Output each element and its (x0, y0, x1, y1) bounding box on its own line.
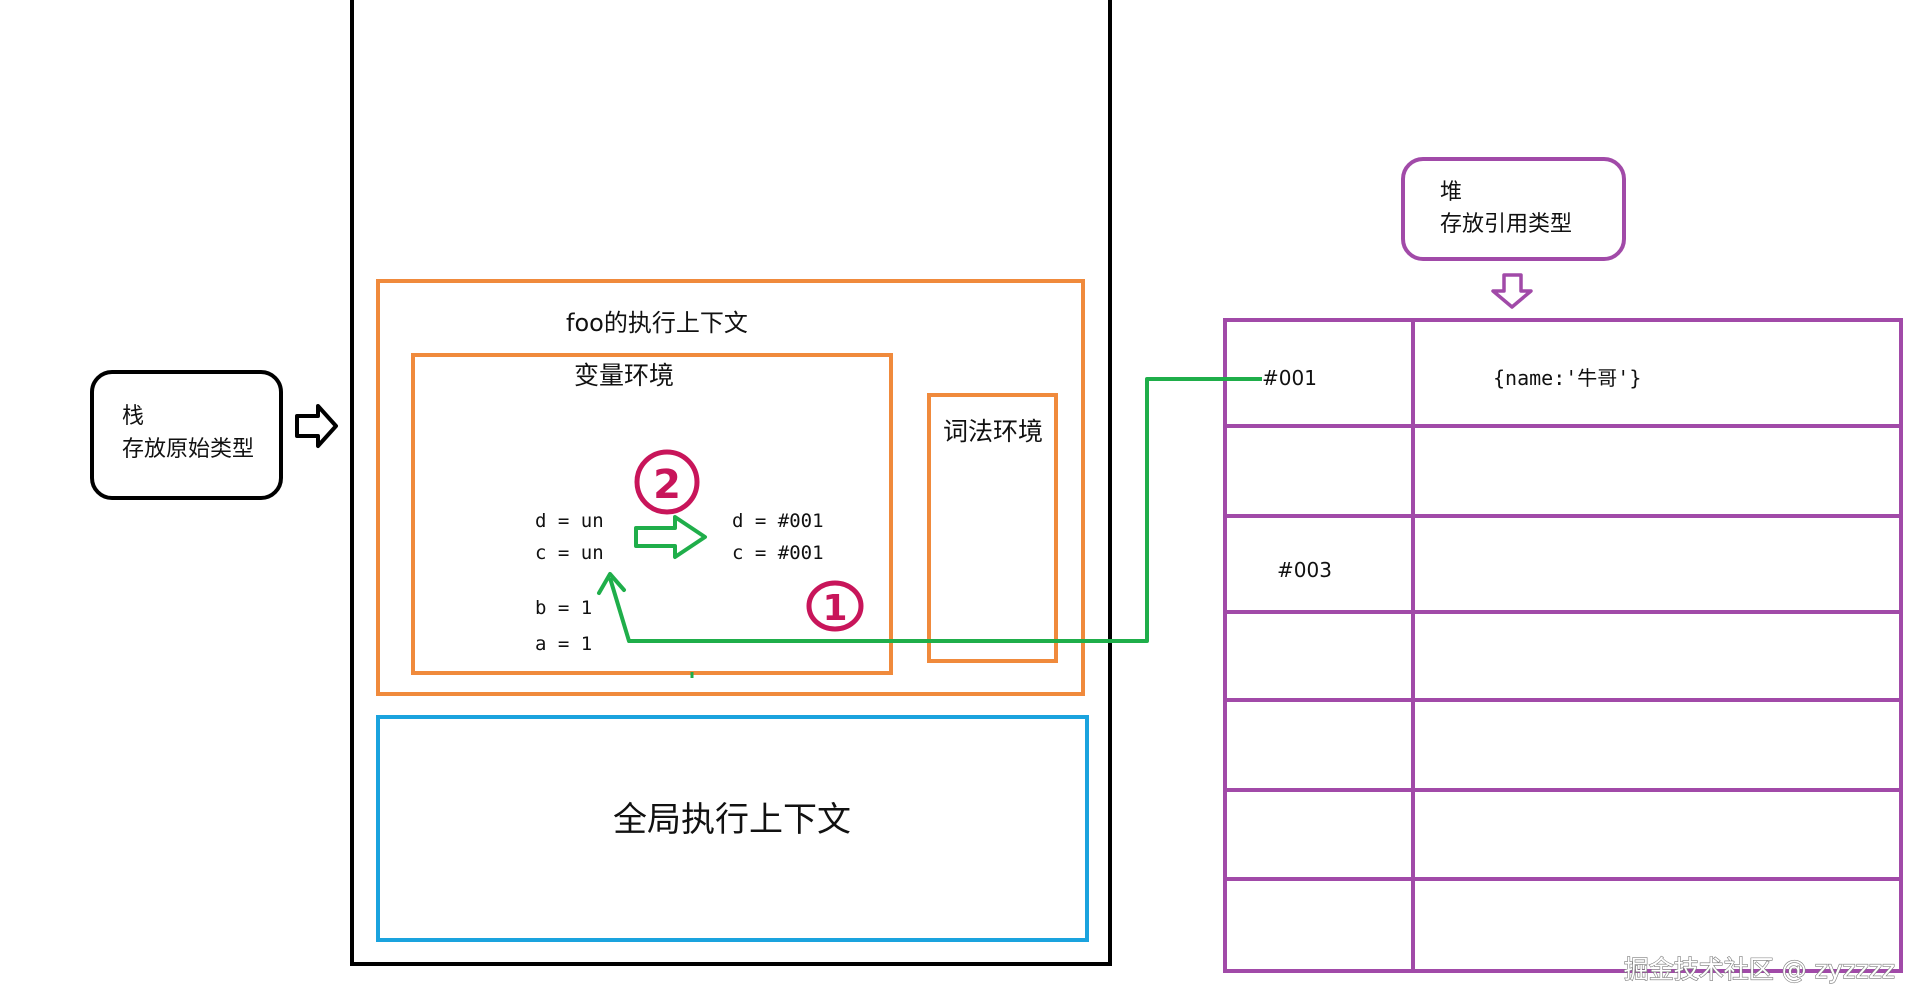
heap-table: #001 {name:'牛哥'} #003 (1223, 318, 1903, 973)
var-a: a = 1 (535, 633, 592, 655)
heap-arrow-icon (1491, 273, 1533, 309)
heap-row-address: #001 (1262, 366, 1317, 390)
step-two-marker: 2 (634, 449, 700, 515)
foo-context: foo的执行上下文 (376, 279, 1085, 696)
lexical-environment: 词法环境 (927, 393, 1058, 663)
reference-arrowhead-icon (597, 572, 626, 595)
variable-environment-title: 变量环境 (574, 361, 674, 390)
heap-subtitle: 存放引用类型 (1440, 212, 1572, 237)
watermark: 掘金技术社区 @ zyzzzz (1624, 955, 1895, 984)
variable-environment: 变量环境 d = un c = un d = #001 c = #001 b =… (411, 353, 893, 675)
heap-row-value: {name:'牛哥'} (1493, 366, 1641, 390)
stack-subtitle: 存放原始类型 (122, 437, 254, 462)
global-context: 全局执行上下文 (376, 715, 1089, 942)
stack-frame (350, 0, 1112, 966)
step-one-marker: 1 (806, 580, 864, 632)
heap-row-address: #003 (1277, 558, 1332, 582)
step-one-label: 1 (822, 588, 847, 629)
foo-context-title: foo的执行上下文 (566, 309, 748, 337)
reference-connector (597, 377, 1262, 678)
stack-arrow-icon (295, 404, 338, 448)
heap-box: 堆 存放引用类型 (1401, 157, 1626, 261)
heap-title: 堆 (1440, 180, 1462, 205)
var-c-before: c = un (535, 542, 604, 564)
stack-title: 栈 (122, 404, 144, 429)
var-c-after: c = #001 (732, 542, 824, 564)
lexical-environment-title: 词法环境 (943, 417, 1043, 446)
stack-box: 栈 存放原始类型 (90, 370, 283, 500)
global-context-title: 全局执行上下文 (613, 800, 851, 840)
var-d-before: d = un (535, 510, 604, 532)
var-d-after: d = #001 (732, 510, 824, 532)
step-two-label: 2 (653, 462, 681, 508)
reassign-arrow-icon (634, 515, 707, 559)
var-b: b = 1 (535, 597, 592, 619)
